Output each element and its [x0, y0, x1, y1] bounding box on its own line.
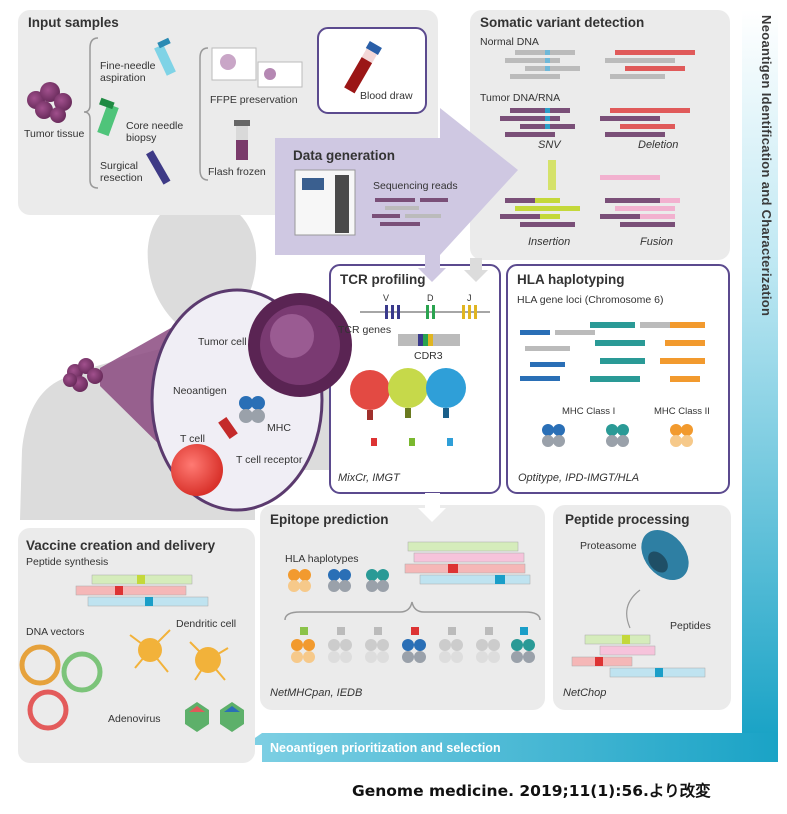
fusion-label: Fusion	[640, 236, 674, 248]
proteasome-label: Proteasome	[580, 540, 637, 552]
snv-label: SNV	[538, 139, 561, 151]
mhc-molecule	[239, 396, 265, 423]
epitope-panel	[260, 505, 545, 710]
mhc-class1-label: MHC Class I	[562, 406, 616, 417]
tcr-cells	[350, 368, 466, 446]
epitope-peptide-bars	[404, 541, 531, 585]
shoulder-tumor	[63, 358, 103, 392]
arrow-down-epitope	[418, 493, 446, 522]
side-title: Neoantigen Identification and Characteri…	[759, 15, 774, 317]
t-cell-receptor	[218, 416, 238, 440]
adenovirus-label: Adenovirus	[108, 713, 161, 725]
vaccine-title: Vaccine creation and delivery	[26, 538, 216, 553]
arrow-down-tcr	[418, 255, 446, 282]
surgical-label: Surgical resection	[100, 160, 143, 184]
somatic-normal-reads	[505, 50, 695, 79]
dna-vectors-label: DNA vectors	[26, 626, 85, 638]
dendritic-cell-icons	[129, 629, 229, 681]
hla-mhc-icons	[542, 424, 693, 447]
insertion-reads	[500, 160, 580, 227]
epitope-candidates	[291, 627, 535, 663]
peptides-bars	[571, 634, 706, 678]
arrow-down-hla	[464, 258, 488, 282]
hla-loci-label: HLA gene loci (Chromosome 6)	[517, 294, 664, 306]
tumor-tissue-icon	[27, 82, 72, 123]
tumor-dna-label: Tumor DNA/RNA	[480, 92, 561, 104]
proteasome-icon	[641, 529, 689, 581]
mhc-label: MHC	[267, 422, 291, 434]
deletion-label: Deletion	[638, 139, 679, 151]
peptide-tools-label: NetChop	[563, 687, 607, 699]
sequencing-reads	[372, 198, 448, 226]
tcr-genes-label: TCR genes	[338, 324, 392, 336]
peptide-title: Peptide processing	[565, 512, 690, 527]
bottom-arrow-label: Neoantigen prioritization and selection	[270, 741, 501, 755]
fusion-reads	[600, 175, 680, 227]
dna-vector-icons	[19, 644, 103, 731]
fine-needle-label: Fine-needle aspiration	[100, 60, 156, 84]
somatic-title: Somatic variant detection	[480, 15, 645, 30]
blood-draw-label: Blood draw	[360, 90, 413, 102]
sequencer-icon	[294, 169, 356, 236]
peptides-label: Peptides	[670, 620, 711, 632]
hla-tools-label: Optitype, IPD-IMGT/HLA	[518, 472, 640, 484]
core-needle-icon	[97, 97, 119, 137]
bottom-flow-arrow	[245, 733, 778, 762]
tcr-gene-bars	[360, 305, 490, 346]
citation-footer: Genome medicine. 2019;11(1):56.より改変	[352, 782, 711, 800]
hla-haplotypes-label: HLA haplotypes	[285, 553, 359, 565]
mhc-class2-label: MHC Class II	[654, 406, 710, 417]
adenovirus-icons	[185, 702, 244, 732]
tcr-d-label: D	[427, 293, 434, 303]
epitope-brace	[284, 601, 541, 621]
peptide-panel	[553, 505, 731, 710]
peptide-synthesis-label: Peptide synthesis	[26, 556, 109, 568]
hla-loci-reads	[520, 322, 705, 382]
surgical-icon	[146, 150, 171, 185]
somatic-tumor-reads	[500, 108, 690, 137]
sample-bracket	[83, 37, 99, 189]
ffpe-icon	[211, 47, 303, 88]
flash-frozen-icon	[234, 120, 250, 160]
cdr3-label: CDR3	[414, 350, 443, 362]
sequencing-reads-label: Sequencing reads	[373, 180, 458, 192]
t-cell	[171, 444, 223, 496]
epitope-tools-label: NetMHCpan, IEDB	[270, 687, 363, 699]
epitope-haplotypes	[288, 569, 389, 592]
data-generation-title: Data generation	[293, 148, 396, 163]
preservation-bracket	[199, 47, 209, 181]
flash-frozen-label: Flash frozen	[208, 166, 266, 178]
input-samples-title: Input samples	[28, 15, 119, 30]
dendritic-cell-label: Dendritic cell	[176, 618, 237, 630]
ffpe-label: FFPE preservation	[210, 94, 298, 106]
peptide-synthesis-bars	[75, 574, 209, 607]
tcr-v-label: V	[383, 293, 390, 303]
somatic-panel	[470, 10, 730, 260]
fine-needle-icon	[154, 37, 176, 76]
normal-dna-label: Normal DNA	[480, 36, 539, 48]
blood-tube-icon	[344, 41, 382, 94]
neoantigen-label: Neoantigen	[173, 385, 227, 397]
hla-title: HLA haplotyping	[517, 272, 625, 287]
tcr-title: TCR profiling	[340, 272, 426, 287]
tumor-cell-label: Tumor cell	[198, 336, 247, 348]
t-cell-label: T cell	[180, 433, 205, 445]
blood-draw-box	[317, 27, 427, 114]
tcr-j-label: J	[467, 293, 472, 303]
core-needle-label: Core needle biopsy	[126, 120, 184, 144]
tcr-receptor-label: T cell receptor	[236, 454, 303, 466]
epitope-title: Epitope prediction	[270, 512, 389, 527]
tumor-tissue-label: Tumor tissue	[24, 128, 85, 140]
insertion-label: Insertion	[528, 236, 571, 248]
tcr-tools-label: MixCr, IMGT	[338, 472, 400, 484]
